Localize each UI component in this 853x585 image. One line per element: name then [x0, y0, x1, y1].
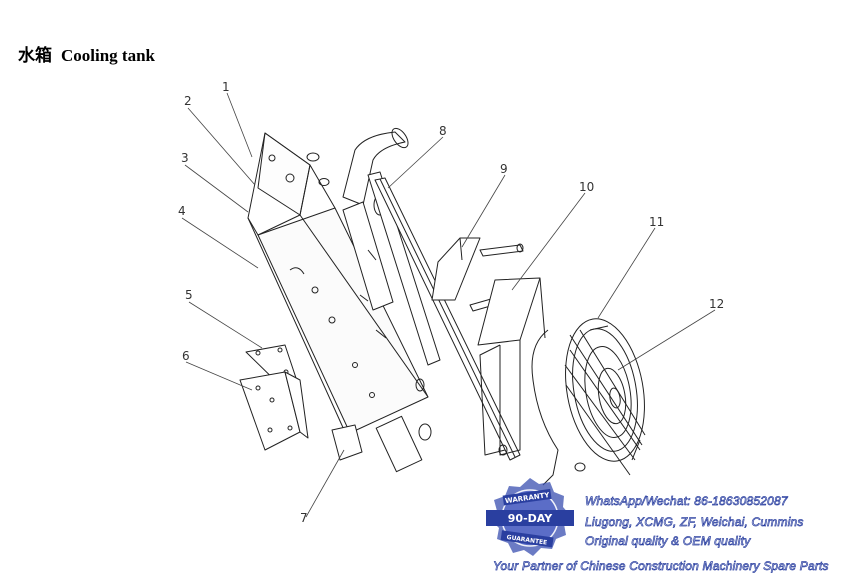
callout-10: 10 [579, 180, 594, 194]
callout-12: 12 [709, 297, 724, 311]
callout-11: 11 [649, 215, 664, 229]
warranty-badge: WARRANTY 90-DAY GUARANTEE [486, 478, 574, 556]
title-chinese: 水箱 [18, 46, 52, 66]
callout-7: 7 [300, 511, 308, 525]
fan-shroud-part [477, 277, 586, 486]
frame-rail-part [374, 177, 521, 461]
badge-center-text: 90-DAY [508, 512, 553, 525]
callout-1: 1 [222, 80, 230, 94]
mount-bracket-part-6 [239, 371, 309, 451]
callout-2: 2 [184, 94, 192, 108]
watermark-contact: WhatsApp/Wechat: 86-18630852087 [585, 494, 788, 509]
pipe-part [342, 127, 441, 366]
title-english: Cooling tank [61, 46, 155, 65]
page-title: 水箱 Cooling tank [18, 41, 155, 66]
callout-5: 5 [185, 288, 193, 302]
radiator-tank-part [247, 132, 432, 473]
callout-9: 9 [500, 162, 508, 176]
watermark-quality: Original quality & OEM quality [585, 534, 751, 549]
watermark-slogan: Your Partner of Chinese Construction Mac… [493, 559, 829, 574]
shroud-bracket-part [431, 237, 524, 312]
callout-labels: 1 2 3 4 5 6 7 8 9 10 11 12 [178, 80, 724, 525]
mount-bracket-part-7 [331, 424, 363, 461]
callout-4: 4 [178, 204, 186, 218]
watermark-brands: Liugong, XCMG, ZF, Weichai, Cummins [585, 515, 804, 530]
callout-3: 3 [181, 151, 189, 165]
callout-6: 6 [182, 349, 190, 363]
callout-8: 8 [439, 124, 447, 138]
fan-guard-part [564, 318, 646, 476]
